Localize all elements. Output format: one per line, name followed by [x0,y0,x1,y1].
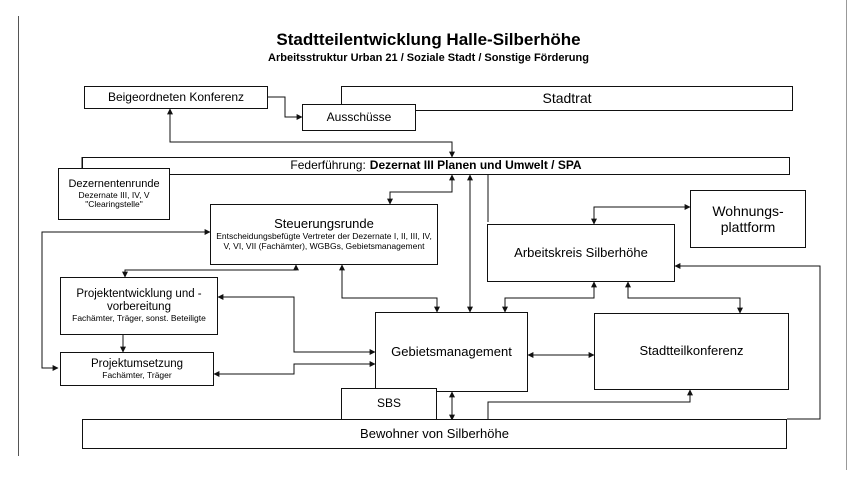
projektentwicklung-box: Projektentwicklung und -vorbereitung Fac… [60,277,218,335]
diagram-title: Stadtteilentwicklung Halle-Silberhöhe [276,30,581,49]
stadtrat-label: Stadtrat [542,90,592,107]
edge-bew-stk [487,389,693,419]
projektumsetzung-sub: Fachämter, Träger [102,369,172,380]
page-edge-line [846,0,847,470]
edge-entw-gebiet [217,294,376,355]
stadtteilkonferenz-label: Stadtteilkonferenz [639,343,744,359]
edge-ak-gebiet [502,281,597,313]
projektentwicklung-sub: Fachämter, Träger, sonst. Beteiligte [72,313,206,324]
beigeordneten-konferenz-label: Beigeordneten Konferenz [107,89,245,104]
ausschuesse-label: Ausschüsse [326,109,392,124]
ausschuesse-box: Ausschüsse [302,104,416,131]
edge-umsetz-gebiet [213,361,376,377]
projektumsetzung-label: Projektumsetzung [90,357,184,370]
steuerungsrunde-sub: Entscheidungsbefügte Vertreter der Dezer… [216,231,432,251]
federfuehrung-box: Federführung: Dezernat III Planen und Um… [82,157,790,175]
sbs-box: SBS [341,388,437,420]
edge-steuer-gebiet [339,264,440,313]
edge-beig-feder [167,108,455,158]
edge-ak-wp [591,204,691,225]
federfuehrung-bold: Dezernat III Planen und Umwelt / SPA [369,158,582,173]
bewohner-box: Bewohner von Silberhöhe [82,419,787,449]
diagram-subtitle: Arbeitsstruktur Urban 21 / Soziale Stadt… [268,52,589,64]
bewohner-label: Bewohner von Silberhöhe [360,425,509,441]
arbeitskreis-label: Arbeitskreis Silberhöhe [514,244,648,260]
arbeitskreis-box: Arbeitskreis Silberhöhe [487,224,675,282]
projektentwicklung-label: Projektentwicklung und -vorbereitung [76,287,202,314]
steuerungsrunde-label: Steuerungsrunde [274,216,374,232]
stadtteilkonferenz-box: Stadtteilkonferenz [594,313,789,390]
edge-feder-steuer [387,174,455,205]
page-margin-line [18,16,19,456]
dezernentenrunde-sub2: "Clearingstelle" [85,199,143,210]
gebietsmanagement-box: Gebietsmanagement [375,312,528,392]
dezernentenrunde-label: Dezernentenrunde [68,177,160,190]
edge-steuer-projekt [122,264,299,278]
edge-ak-stk [625,281,743,314]
gebietsmanagement-label: Gebietsmanagement [391,343,512,359]
beigeordneten-konferenz-box: Beigeordneten Konferenz [84,86,268,109]
dezernentenrunde-sub1: Dezernate III, IV, V [78,189,150,200]
wohnungsplattform-box: Wohnungs-plattform [690,190,806,248]
federfuehrung-prefix: Federführung: [290,158,366,173]
edge-beig-ausschuesse [268,96,303,120]
sbs-label: SBS [376,396,401,411]
stadtrat-box: Stadtrat [341,86,793,111]
steuerungsrunde-box: Steuerungsrunde Entscheidungsbefügte Ver… [210,204,438,265]
edge-bew-ak [674,263,821,420]
dezernentenrunde-box: Dezernentenrunde Dezernate III, IV, V "C… [58,168,170,220]
projektumsetzung-box: Projektumsetzung Fachämter, Träger [60,352,214,386]
edge-left-loop [41,229,211,371]
wohnungsplattform-label: Wohnungs-plattform [712,202,784,235]
